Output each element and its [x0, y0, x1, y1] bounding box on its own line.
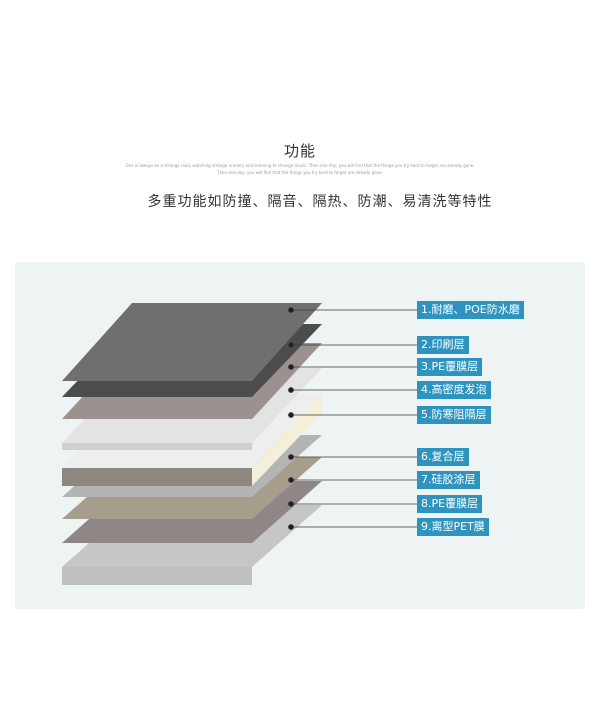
layer-label-9: 9.离型PET膜: [417, 518, 489, 536]
section-title: 功能: [283, 142, 316, 160]
layer-label-1: 1.耐磨、POE防水磨: [417, 301, 524, 319]
tagline-line-2: Then one day, you will find that the thi…: [217, 170, 383, 175]
leader-lines: [288, 307, 417, 530]
layer-label-7: 7.硅胶涂层: [417, 471, 480, 489]
layer-label-5: 5.防寒阻隔层: [417, 406, 491, 424]
layer-label-4: 4.高密度发泡: [417, 381, 491, 399]
layer-label-8: 8.PE覆膜层: [417, 495, 483, 513]
layer-label-6: 6.复合层: [417, 448, 469, 466]
layer-label-3: 3.PE覆膜层: [417, 358, 483, 376]
feature-subtitle: 多重功能如防撞、隔音、隔热、防潮、易清洗等特性: [147, 194, 493, 210]
tagline-line-1: One is always on a strange road, watchin…: [125, 163, 475, 168]
layer-1-slab: [62, 303, 322, 381]
layer-label-2: 2.印刷层: [417, 336, 469, 354]
